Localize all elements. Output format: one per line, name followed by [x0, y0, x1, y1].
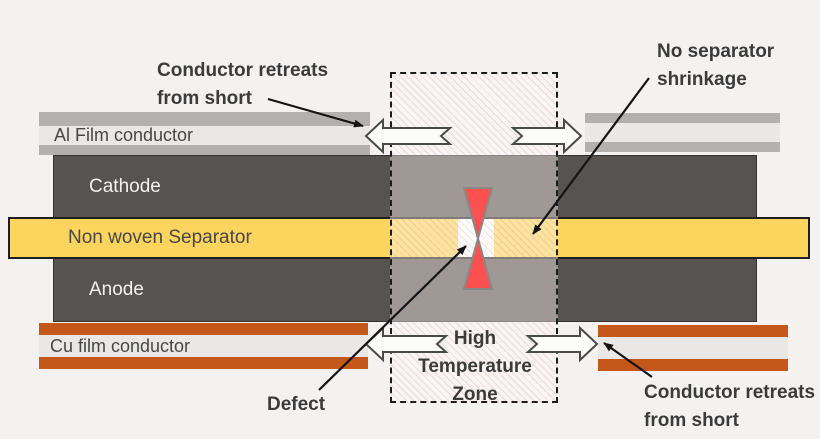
al-film-left-bottom-band: [39, 145, 370, 155]
high-temperature-zone-label: High Temperature Zone: [392, 325, 558, 409]
cu-film-left-top-band: [39, 323, 368, 335]
separator-label: Non woven Separator: [68, 227, 252, 248]
al-film-right-body: [585, 123, 780, 142]
cu-film-left-bottom-band: [39, 357, 368, 369]
al-film-left-body: [39, 126, 370, 145]
callout-conductor-retreats-bottom: Conductor retreats from short: [644, 379, 815, 435]
al-film-right-top-band: [585, 113, 780, 123]
callout-top-left-line2: from short: [157, 88, 252, 109]
cu-film-right-body: [598, 337, 788, 359]
cu-film-label: Cu film conductor: [50, 336, 191, 356]
separator-layer: Non woven Separator: [8, 217, 810, 259]
al-film-label: Al Film conductor: [54, 125, 194, 145]
zone-label-line1: High: [453, 328, 497, 349]
callout-bottom-right-line1: Conductor retreats: [644, 382, 816, 403]
anode-label: Anode: [89, 279, 144, 300]
callout-no-separator-shrinkage: No separator shrinkage: [657, 38, 774, 94]
cu-film-right-top-band: [598, 325, 788, 337]
callout-top-right-line2: shrinkage: [657, 69, 747, 90]
cu-film-right-bottom-band: [598, 359, 788, 371]
callout-top-right-line1: No separator: [657, 41, 775, 62]
callout-bottom-right-line2: from short: [644, 410, 739, 431]
cu-film-left-body: [39, 335, 368, 357]
callout-conductor-retreats-top: Conductor retreats from short: [157, 57, 328, 113]
zone-label-line2: Temperature: [418, 356, 532, 377]
zone-label-line3: Zone: [452, 384, 498, 405]
callout-top-left-line1: Conductor retreats: [157, 60, 329, 81]
callout-defect: Defect: [267, 394, 326, 415]
al-film-right-bottom-band: [585, 142, 780, 152]
cathode-label: Cathode: [89, 175, 161, 197]
al-film-left-top-band: [39, 112, 370, 126]
